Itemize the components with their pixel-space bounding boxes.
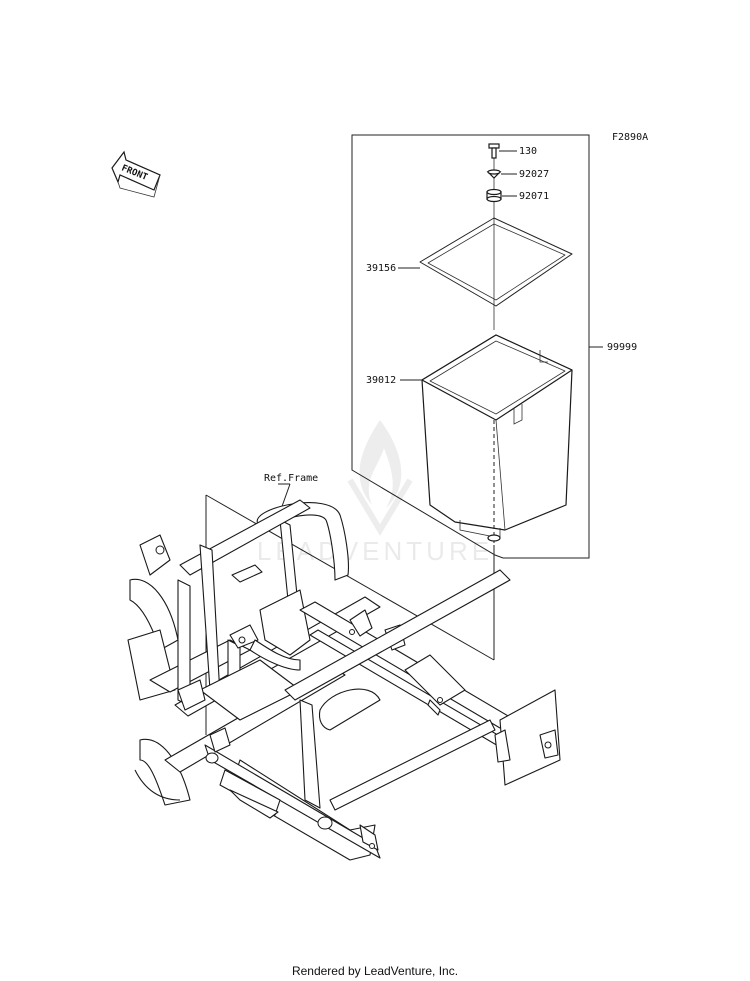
bolt-130	[488, 143, 500, 159]
label-130: 130	[519, 146, 537, 157]
vehicle-frame	[127, 499, 561, 861]
storage-bin-39012	[421, 334, 573, 539]
grommet-92071	[486, 188, 502, 203]
footer-credit: Rendered by LeadVenture, Inc.	[292, 964, 458, 978]
label-39156: 39156	[366, 263, 396, 274]
ref-frame-label: Ref.Frame	[264, 473, 318, 484]
label-99999: 99999	[607, 342, 637, 353]
figure-code: F2890A	[612, 132, 648, 143]
label-92027: 92027	[519, 169, 549, 180]
assembly-bracket	[351, 134, 590, 559]
bin-mount-boss	[487, 534, 501, 542]
frame-holes	[155, 545, 552, 849]
label-92071: 92071	[519, 191, 549, 202]
label-39012: 39012	[366, 375, 396, 386]
seal-39156	[419, 217, 573, 307]
front-arrow-icon	[111, 150, 161, 198]
washer-92027	[486, 169, 502, 179]
watermark-text: LEADVENTURE	[257, 536, 493, 566]
watermark-logo	[347, 420, 413, 536]
